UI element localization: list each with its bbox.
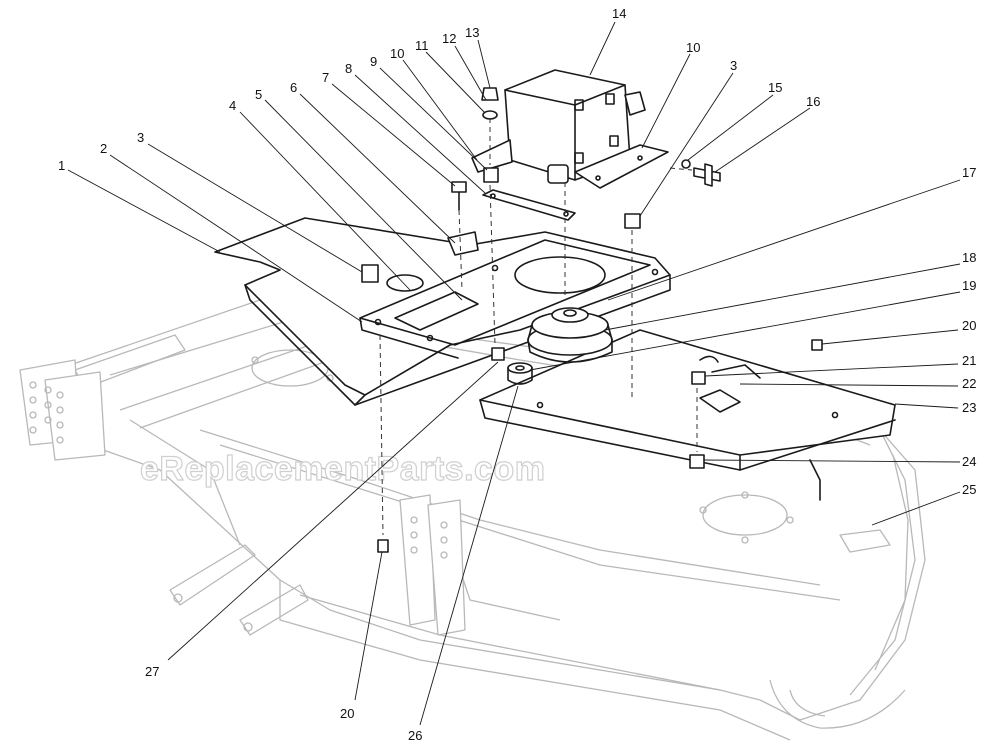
bolt [451,181,467,193]
callout-21: 21 [962,353,976,368]
bracket-hole [637,155,643,161]
strap [482,189,576,221]
callout-24: 24 [962,454,976,469]
callout-5: 5 [255,87,262,102]
callout-14: 14 [612,6,626,21]
gearbox [504,69,646,184]
callout-3: 3 [137,130,144,145]
callout-10: 10 [390,46,404,61]
callout-13: 13 [465,25,479,40]
bolt-27 [491,347,505,361]
strap-hole [563,211,569,217]
callout-18: 18 [962,250,976,265]
bolt-16-head [704,163,713,187]
callout-3-right: 3 [730,58,737,73]
callout-15: 15 [768,80,782,95]
callout-9: 9 [370,54,377,69]
bracket-hole [595,175,601,181]
callout-25: 25 [962,482,976,497]
clip [447,231,479,256]
nut [481,87,499,101]
callout-7: 7 [322,70,329,85]
bolt-21 [691,371,706,385]
callout-17: 17 [962,165,976,180]
watermark: eReplacementParts.com [140,450,545,488]
spacer [483,167,499,183]
callout-23: 23 [962,400,976,415]
idler-bracket [699,389,741,413]
callout-11: 11 [415,38,429,53]
main-mount-plate [214,217,671,406]
bolt-20-lower [377,539,389,553]
leader-lines [67,21,961,726]
callout-16: 16 [806,94,820,109]
callout-labels: 1 2 3 4 5 6 7 8 9 10 11 12 13 14 10 3 15… [58,6,976,743]
callout-6: 6 [290,80,297,95]
washer-15 [681,159,691,169]
pulley [527,307,613,363]
callout-12: 12 [442,31,456,46]
callout-10-right: 10 [686,40,700,55]
callout-19: 19 [962,278,976,293]
assembly-lines [379,118,698,536]
washer [482,110,498,120]
gearbox-bracket-left [471,139,513,173]
callout-20-lower: 20 [340,706,354,721]
nut-left [361,264,379,283]
bolt-20-right [811,339,823,351]
nut-24 [689,454,705,469]
strap-hole [490,193,496,199]
gearbox-bracket-right [574,144,669,189]
nut-right [624,213,641,229]
callout-27: 27 [145,664,159,679]
callout-20-right: 20 [962,318,976,333]
bushing [507,362,533,385]
callout-8: 8 [345,61,352,76]
callout-22: 22 [962,376,976,391]
callout-4: 4 [229,98,236,113]
callout-2: 2 [100,141,107,156]
callout-26: 26 [408,728,422,743]
callout-1: 1 [58,158,65,173]
